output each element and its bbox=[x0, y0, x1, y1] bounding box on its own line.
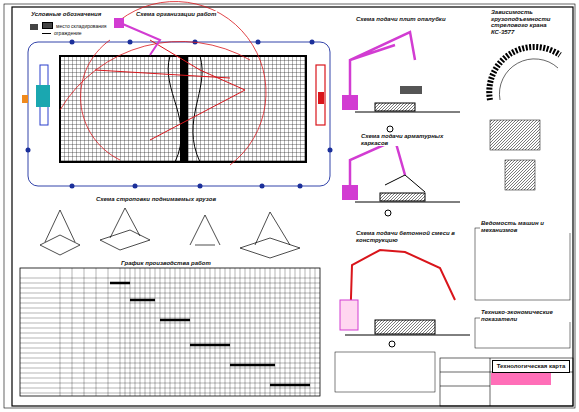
title-cell: Технологическая карта bbox=[492, 360, 570, 373]
legend-item: место складирования bbox=[42, 22, 106, 29]
sheet-heading: График производства работ bbox=[120, 260, 212, 267]
legend-symbols bbox=[30, 24, 38, 30]
sheet-heading: Схема подачи плит опалубки bbox=[355, 16, 447, 23]
sheet-heading: Технико-экономические показатели bbox=[480, 309, 572, 322]
legend-text: место складирования bbox=[56, 23, 106, 29]
legend-swatch bbox=[42, 22, 53, 29]
sheet-heading: Схема организации работ bbox=[135, 11, 217, 18]
title-text: Технологическая карта bbox=[496, 363, 566, 370]
capacity-chart bbox=[489, 47, 560, 190]
sheet-heading: Ведомость машин и механизмов bbox=[480, 220, 572, 233]
sheet-heading: Схема подачи бетонной смеси в конструкци… bbox=[355, 230, 472, 243]
crane-schemes bbox=[340, 32, 470, 347]
legend-item: ограждение bbox=[42, 30, 82, 36]
work-schedule bbox=[20, 268, 320, 396]
sheet-heading: Схема подачи арматурных каркасов bbox=[360, 133, 472, 146]
site-plan bbox=[22, 1, 333, 188]
sheet-heading: Схема строповки поднимаемых грузов bbox=[95, 196, 217, 203]
legend-text: ограждение bbox=[54, 30, 82, 36]
sheet-heading: Условные обозначения bbox=[30, 11, 102, 18]
slinging-sketches bbox=[40, 208, 300, 258]
title-block bbox=[440, 358, 573, 406]
legend-swatch bbox=[42, 33, 51, 34]
sheet-heading: Зависимость грузоподъемности стрелового … bbox=[490, 9, 572, 35]
